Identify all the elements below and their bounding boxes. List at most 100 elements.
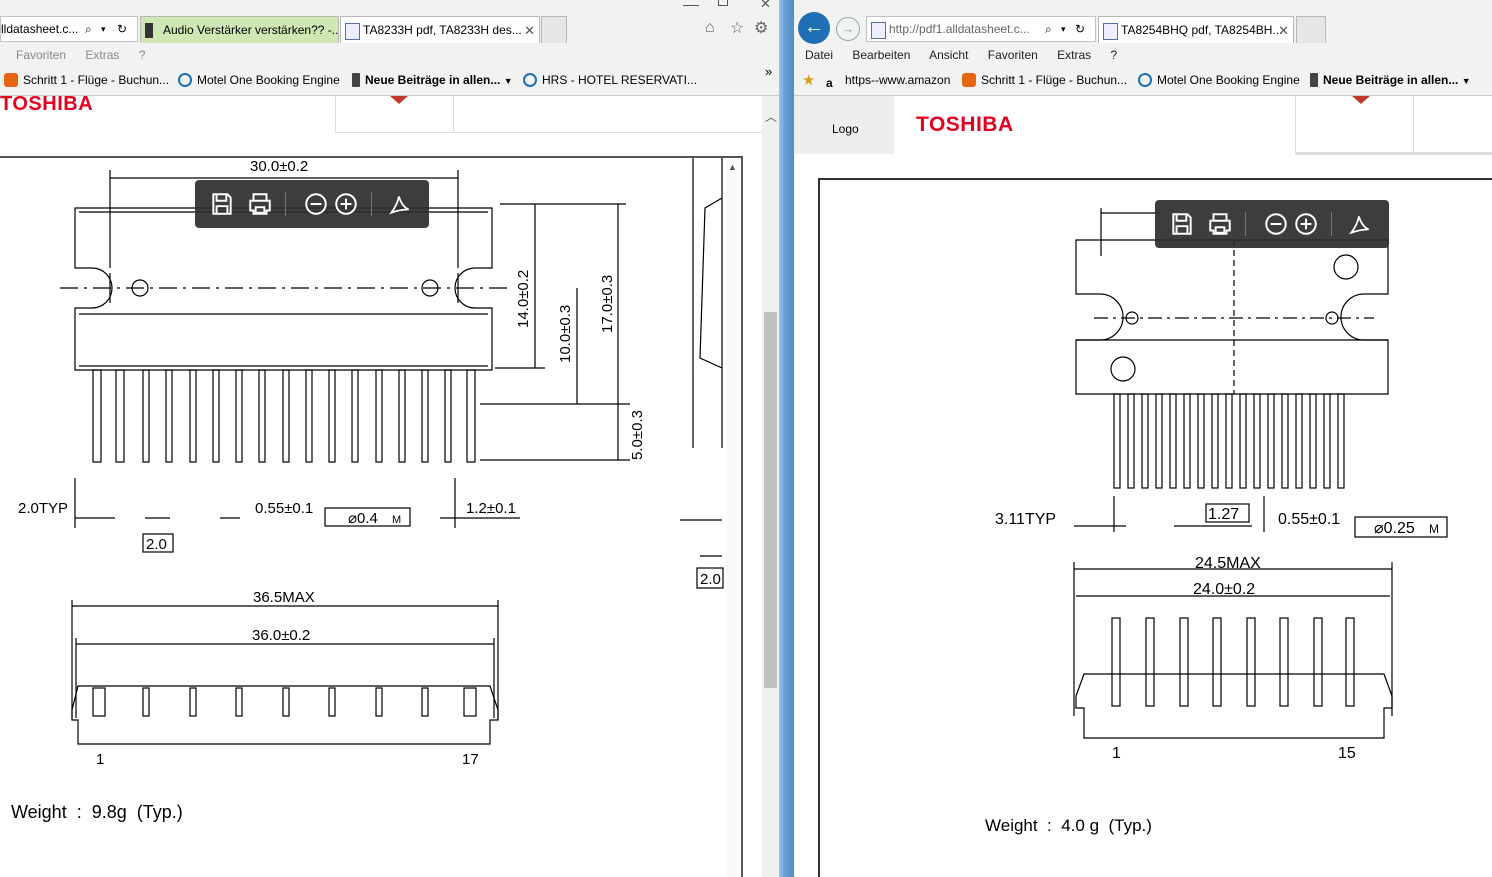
favorite-item[interactable]: Motel One Booking Engine [178, 69, 340, 91]
dropdown-icon[interactable]: ▼ [1461, 76, 1471, 86]
new-tab-button[interactable] [1296, 16, 1326, 43]
tab-ta8254bhq[interactable]: TA8254BHQ pdf, TA8254BH... ✕ [1098, 16, 1294, 43]
new-tab-button[interactable] [541, 16, 567, 43]
refresh-icon[interactable]: ↻ [117, 22, 128, 36]
save-icon[interactable] [1169, 211, 1195, 237]
dropdown-icon[interactable]: ▼ [503, 76, 513, 86]
scrollbar-thumb[interactable] [764, 312, 777, 688]
orange-e-icon [962, 73, 976, 87]
dim-label: 17.0±0.3 [599, 275, 616, 333]
right-browser-window: ← → http://pdf1.alldatasheet.c... ⌕ ▾ ↻ … [794, 0, 1492, 877]
dim-label: 0.55±0.1 [255, 500, 313, 517]
dim-label: 2.0TYP [18, 500, 68, 517]
left-browser-chrome: ✕ lldatasheet.c... ⌕ ▾ ↻ Audio Verstärke… [0, 0, 779, 96]
zoom-out-icon[interactable] [303, 191, 329, 217]
home-icon[interactable]: ⌂ [705, 19, 715, 36]
arrow-marker-icon [390, 96, 408, 104]
dim-label: 1.27 [1208, 506, 1239, 523]
logo-label: Logo [832, 122, 859, 136]
dim-label: ⌀0.25 [1374, 520, 1415, 537]
menu-help[interactable]: ? [1110, 48, 1118, 62]
favorite-label: HRS - HOTEL RESERVATI... [542, 73, 697, 87]
search-icon[interactable]: ⌕ [85, 22, 92, 36]
menu-extras[interactable]: Extras [85, 48, 120, 62]
save-icon[interactable] [209, 191, 235, 217]
close-tab-icon[interactable]: ✕ [524, 23, 535, 38]
pin-label: 1 [1112, 745, 1121, 762]
favorites-star-icon[interactable]: ☆ [730, 20, 745, 37]
right-page-content: Logo TOSHIBA [794, 96, 1492, 877]
dim-label: 0.55±0.1 [1278, 511, 1340, 528]
address-bar[interactable]: http://pdf1.alldatasheet.c... ⌕ ▾ ↻ [866, 16, 1096, 42]
acrobat-icon[interactable] [1347, 211, 1373, 237]
left-page-content: TOSHIBA [0, 96, 779, 877]
acrobat-icon[interactable] [387, 191, 413, 217]
dropdown-icon[interactable]: ▾ [1061, 24, 1066, 34]
header-box [335, 96, 764, 133]
tab-label: Audio Verstärker verstärken?? -... [163, 23, 339, 37]
package-drawing-left: 30.0±0.2 14.0±0.2 10.0±0.3 17.0±0.3 5.0±… [18, 158, 724, 768]
print-icon[interactable] [247, 191, 273, 217]
dim-label: 2.0 [146, 536, 167, 553]
favorite-label: Motel One Booking Engine [1157, 73, 1300, 87]
zoom-in-icon[interactable] [1293, 211, 1319, 237]
menu-ansicht[interactable]: Ansicht [929, 48, 969, 62]
gear-icon[interactable]: ⚙ [754, 20, 769, 37]
address-bar[interactable]: lldatasheet.c... ⌕ ▾ ↻ [0, 16, 138, 42]
print-icon[interactable] [1207, 211, 1233, 237]
menu-extras[interactable]: Extras [1057, 48, 1092, 62]
pdf-page-border-right [741, 156, 743, 877]
window-close-icon[interactable]: ✕ [760, 0, 771, 11]
dim-label: 24.5MAX [1195, 555, 1261, 572]
menu-bearbeiten[interactable]: Bearbeiten [852, 48, 911, 62]
dropdown-icon[interactable]: ▾ [101, 24, 106, 34]
favorite-label: Neue Beiträge in allen... [365, 73, 501, 87]
ie-page-icon [1138, 73, 1152, 87]
minimize-icon[interactable] [683, 0, 699, 6]
favorite-item[interactable]: Motel One Booking Engine [1138, 69, 1300, 91]
pdf-toolbar [195, 180, 429, 228]
close-tab-icon[interactable]: ✕ [1278, 23, 1289, 38]
package-drawing-right: 3.11TYP 1.27 0.55±0.1 ⌀0.25 M 24.5MAX 24… [995, 208, 1448, 762]
dim-label: 1.2±0.1 [466, 500, 516, 517]
favorite-item[interactable]: Neue Beiträge in allen... ▼ [352, 69, 513, 91]
pdf-page-border [818, 178, 1492, 877]
pin-label: 15 [1338, 745, 1356, 762]
favorite-item[interactable]: Schritt 1 - Flüge - Buchun... [962, 69, 1127, 91]
vertical-scrollbar[interactable]: ︿ [762, 96, 779, 877]
tab-ta8233h[interactable]: TA8233H pdf, TA8233H des... ✕ [340, 16, 540, 43]
left-browser-window: ✕ lldatasheet.c... ⌕ ▾ ↻ Audio Verstärke… [0, 0, 779, 877]
menu-datei[interactable]: Datei [805, 48, 834, 62]
dim-label: 24.0±0.2 [1193, 581, 1255, 598]
brand-logo: TOSHIBA [916, 113, 1014, 136]
address-text: http://pdf1.alldatasheet.c... [889, 22, 1030, 36]
back-button[interactable]: ← [798, 12, 830, 44]
pin-label: 17 [462, 751, 479, 768]
favorite-item[interactable]: Neue Beiträge in allen... ▼ [1310, 69, 1471, 91]
refresh-icon[interactable]: ↻ [1075, 22, 1086, 36]
menu-favoriten[interactable]: Favoriten [16, 48, 67, 62]
maximize-icon[interactable] [718, 0, 728, 6]
overflow-chevron-icon[interactable]: » [765, 64, 773, 79]
menu-favoriten[interactable]: Favoriten [987, 48, 1038, 62]
inner-scrollbar[interactable]: ▲ [726, 158, 740, 877]
ie-page-icon [523, 73, 537, 87]
favorite-item[interactable]: Schritt 1 - Flüge - Buchun... [4, 69, 169, 91]
inner-scroll-up-icon[interactable]: ▲ [728, 162, 737, 172]
favorite-label: Schritt 1 - Flüge - Buchun... [981, 73, 1128, 87]
forward-button[interactable]: → [836, 17, 860, 41]
doc-icon [1310, 73, 1318, 87]
menu-help[interactable]: ? [138, 48, 146, 62]
weight-text: Weight : 4.0 g (Typ.) [985, 816, 1152, 835]
menu-bar: Datei Bearbeiten Ansicht Favoriten Extra… [805, 48, 1133, 62]
zoom-out-icon[interactable] [1263, 211, 1289, 237]
pdf-page-border [0, 156, 742, 158]
tab-audio[interactable]: Audio Verstärker verstärken?? -... [140, 16, 339, 43]
favorite-item[interactable]: HRS - HOTEL RESERVATI... [523, 69, 697, 91]
scroll-up-icon[interactable]: ︿ [765, 110, 778, 124]
brand-logo: TOSHIBA [0, 96, 94, 115]
search-icon[interactable]: ⌕ [1045, 22, 1052, 36]
zoom-in-icon[interactable] [333, 191, 359, 217]
favorites-star-icon[interactable]: ★ [802, 72, 816, 89]
